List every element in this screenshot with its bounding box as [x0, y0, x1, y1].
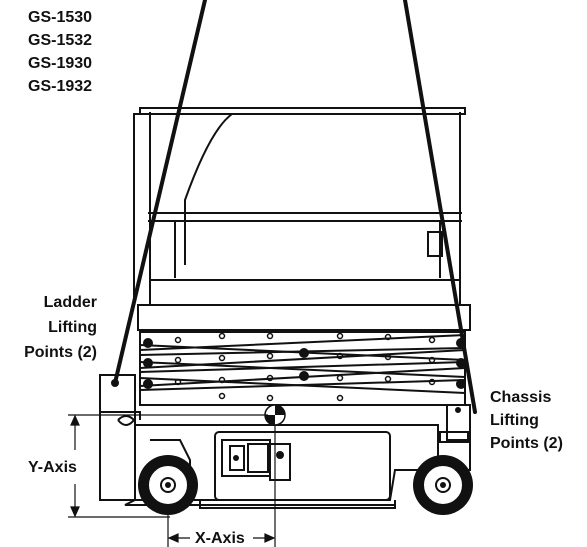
scissor-stack	[139, 331, 466, 406]
ladder-strap	[113, 0, 207, 385]
model-item: GS-1932	[28, 78, 92, 95]
y-axis-label: Y-Axis	[28, 459, 77, 476]
ladder-label-line: Ladder	[44, 294, 97, 311]
chassis-label-line: Lifting	[490, 412, 539, 429]
scissor-pins	[143, 338, 466, 389]
model-item: GS-1530	[28, 9, 92, 26]
ladder-label-line: Lifting	[48, 319, 97, 336]
front-wheel	[138, 455, 198, 515]
lifting-straps	[113, 0, 477, 414]
rear-wheel	[413, 455, 473, 515]
x-axis-label: X-Axis	[195, 530, 245, 547]
chassis-strap	[403, 0, 477, 414]
model-item: GS-1930	[28, 55, 92, 72]
ladder-lifting-label: Ladder Lifting Points (2)	[24, 294, 97, 361]
model-list: GS-1530 GS-1532 GS-1930 GS-1932	[28, 9, 92, 95]
platform-guardrail	[133, 107, 471, 331]
chassis-body	[99, 374, 471, 509]
model-item: GS-1532	[28, 32, 92, 49]
chassis-lifting-label: Chassis Lifting Points (2)	[490, 389, 563, 452]
chassis-label-line: Points (2)	[490, 435, 563, 452]
ladder-label-line: Points (2)	[24, 344, 97, 361]
chassis-label-line: Chassis	[490, 389, 551, 406]
scissor-bolts	[174, 332, 436, 402]
dimension-lines	[68, 414, 276, 547]
